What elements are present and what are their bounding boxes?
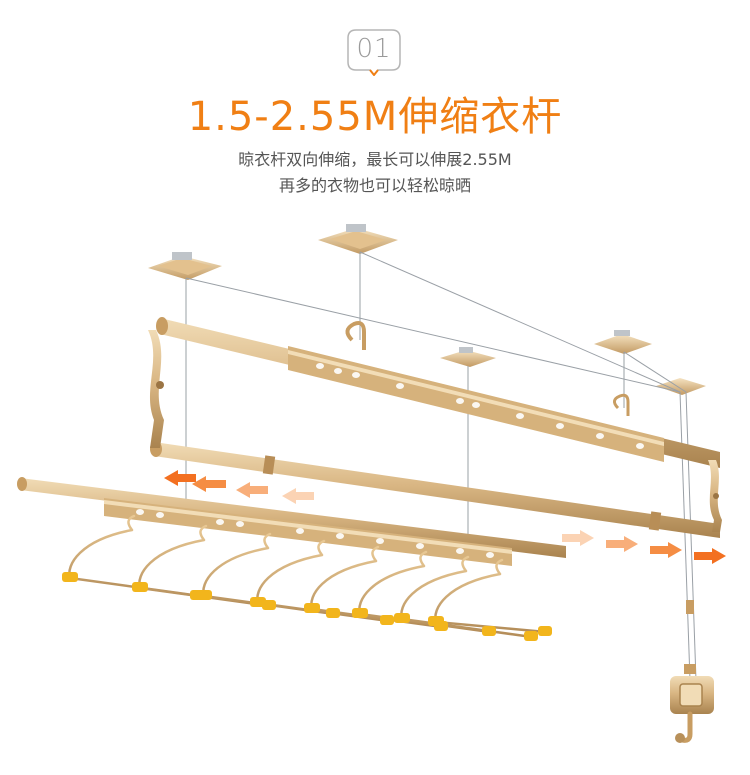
arrow-right-icon [694, 548, 726, 564]
arrow-left-icon [192, 476, 226, 492]
rod-hook [613, 393, 630, 416]
subtitle-line-2: 再多的衣物也可以轻松晾晒 [278, 176, 471, 195]
hand-crank [670, 600, 714, 743]
ceiling-mount [656, 378, 706, 395]
arrow-left-icon [236, 482, 268, 498]
page-title: 1.5-2.55M伸缩衣杆 [187, 94, 563, 140]
arrow-right-icon [606, 536, 638, 552]
upper-rod [156, 317, 720, 468]
ceiling-mount [318, 224, 398, 254]
step-badge: 01 [346, 28, 402, 77]
ceiling-mount [594, 330, 652, 354]
rod-hook [345, 321, 366, 350]
subtitle-line-1: 晾衣杆双向伸缩，最长可以伸展2.55M [238, 150, 512, 169]
arrow-left-icon [164, 470, 196, 486]
lower-rod [17, 477, 566, 566]
drying-rack-illustration [17, 224, 726, 743]
side-bracket-left [148, 330, 164, 448]
speech-bubble-icon [347, 29, 401, 77]
ceiling-mount [440, 347, 496, 367]
hangers [62, 514, 552, 641]
arrow-right-icon [562, 530, 594, 546]
arrow-left-icon [282, 488, 314, 504]
ceiling-mount [148, 252, 222, 280]
arrow-right-icon [650, 542, 682, 558]
step-number: 01 [356, 34, 392, 64]
side-bracket-right [708, 460, 722, 532]
